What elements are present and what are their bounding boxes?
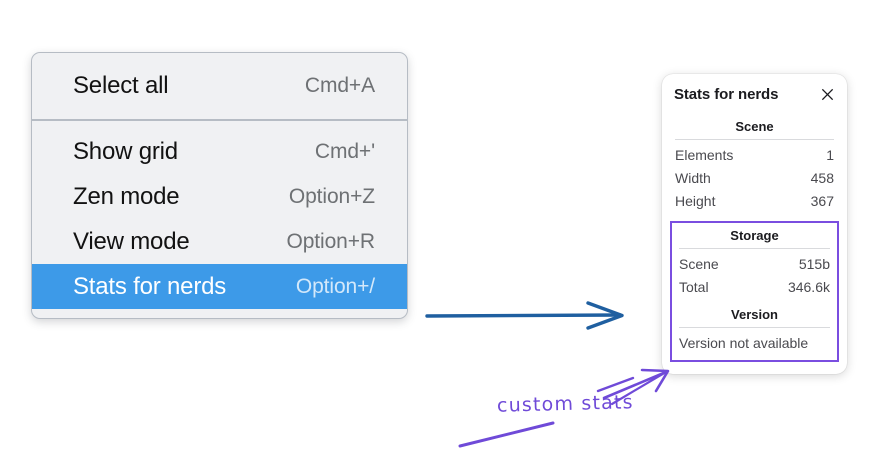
menu-item-shortcut: Cmd+'	[314, 139, 375, 163]
close-icon[interactable]	[820, 87, 835, 102]
stat-row-width: Width 458	[673, 167, 836, 190]
menu-item-stats-for-nerds[interactable]: Stats for nerds Option+/	[32, 264, 407, 309]
custom-stats-highlight-box: Storage Scene 515b Total 346.6k Version …	[670, 221, 839, 362]
stat-value: 367	[810, 193, 834, 209]
stat-value: 1	[826, 147, 834, 163]
stat-row-storage-scene: Scene 515b	[677, 253, 832, 276]
arrow-right-icon	[425, 301, 624, 330]
underline-stroke	[458, 421, 555, 448]
divider	[679, 248, 830, 249]
menu-item-label: View mode	[73, 227, 190, 255]
menu-item-shortcut: Cmd+A	[304, 73, 375, 97]
version-text: Version not available	[679, 335, 809, 351]
context-menu: Select all Cmd+A Show grid Cmd+' Zen mod…	[31, 52, 408, 319]
menu-item-show-grid[interactable]: Show grid Cmd+'	[32, 129, 407, 174]
menu-item-shortcut: Option+/	[295, 274, 375, 298]
menu-section-2: Show grid Cmd+' Zen mode Option+Z View m…	[32, 121, 407, 318]
storage-section-heading: Storage	[730, 228, 779, 243]
stat-key: Elements	[675, 147, 734, 163]
panel-title: Stats for nerds	[674, 86, 779, 103]
menu-item-zen-mode[interactable]: Zen mode Option+Z	[32, 174, 407, 219]
stat-key: Scene	[679, 256, 719, 272]
menu-item-select-all[interactable]: Select all Cmd+A	[32, 63, 407, 108]
stats-panel-header: Stats for nerds	[673, 86, 836, 103]
menu-item-shortcut: Option+R	[286, 229, 375, 253]
custom-stats-annotation-label: custom stats	[496, 391, 635, 417]
divider	[675, 139, 834, 140]
scene-section-heading: Scene	[735, 119, 774, 134]
stat-row-elements: Elements 1	[673, 144, 836, 167]
menu-item-label: Zen mode	[73, 182, 180, 210]
menu-item-shortcut: Option+Z	[288, 184, 375, 208]
menu-item-view-mode[interactable]: View mode Option+R	[32, 219, 407, 264]
stat-key: Total	[679, 279, 709, 295]
menu-item-label: Show grid	[73, 137, 178, 165]
stat-value: 346.6k	[787, 279, 830, 295]
stat-value: 458	[810, 170, 834, 186]
divider	[679, 327, 830, 328]
menu-section-1: Select all Cmd+A	[32, 53, 407, 121]
stat-key: Width	[675, 170, 711, 186]
menu-item-label: Select all	[73, 71, 169, 99]
stat-value: 515b	[798, 256, 830, 272]
label-flourish	[596, 376, 635, 393]
menu-item-label: Stats for nerds	[73, 272, 227, 300]
stat-row-height: Height 367	[673, 190, 836, 213]
stat-row-storage-total: Total 346.6k	[677, 276, 832, 299]
version-section-heading: Version	[731, 307, 778, 322]
stats-for-nerds-panel: Stats for nerds Scene Elements 1 Width 4…	[662, 74, 847, 374]
stat-key: Height	[675, 193, 716, 209]
